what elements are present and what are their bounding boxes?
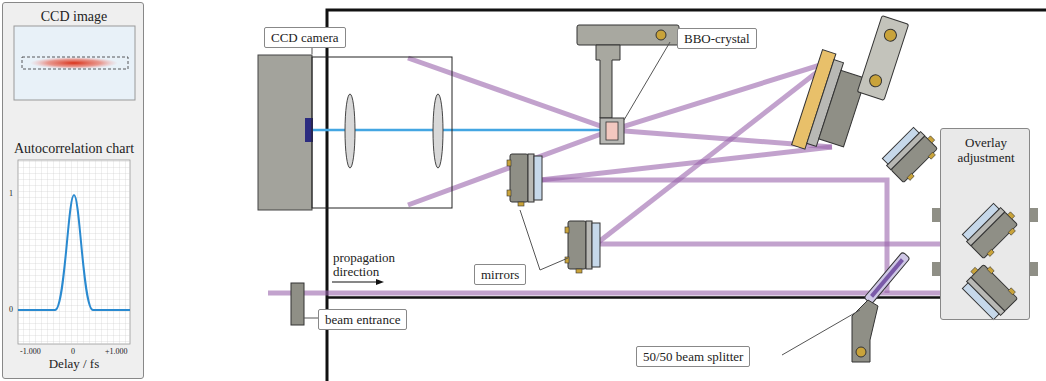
panel-box: CCD imageAutocorrelation chart: [2, 2, 144, 379]
part-label: mirrors: [481, 267, 519, 282]
label-box: beam entrance: [318, 309, 407, 330]
label-box: mirrors: [474, 264, 526, 285]
axis-title: Delay / fs: [49, 357, 100, 371]
part-label: beam entrance: [325, 312, 400, 327]
label-box: 50/50 beam splitter: [636, 346, 750, 367]
part-label: CCD camera: [271, 30, 339, 45]
label-box: BBO-crystal: [677, 28, 757, 49]
axis-tick: +1.000: [105, 347, 128, 356]
axis-tick: 1: [9, 189, 13, 198]
axis-tick: -1.000: [20, 347, 41, 356]
part-label: BBO-crystal: [684, 31, 750, 46]
axis-tick: 0: [9, 305, 13, 314]
part-label: 50/50 beam splitter: [643, 349, 743, 364]
axis-tick: 0: [71, 347, 75, 356]
label-box: CCD camera: [264, 27, 346, 48]
panel-heading: Overlay adjustment: [945, 135, 1027, 165]
panel-heading: Autocorrelation chart: [3, 141, 145, 156]
panel-heading: CCD image: [3, 9, 145, 24]
panel-box: Overlay adjustment: [940, 128, 1030, 320]
direction-note: propagation direction: [333, 251, 403, 279]
